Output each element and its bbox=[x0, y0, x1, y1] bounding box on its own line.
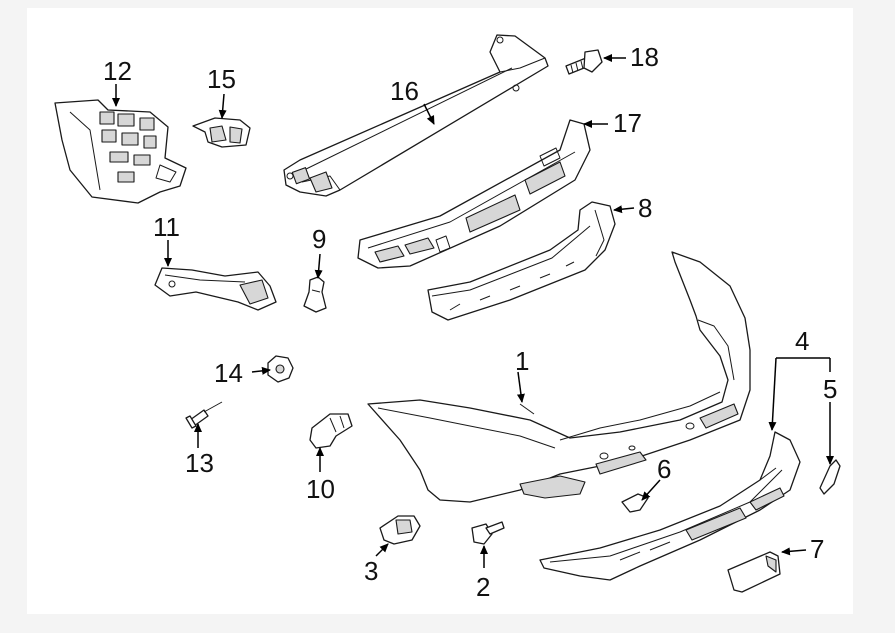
part-12-bracket bbox=[54, 99, 187, 204]
callout-15: 15 bbox=[207, 64, 236, 94]
part-17-energy-absorber bbox=[357, 119, 591, 269]
callout-10: 10 bbox=[306, 474, 335, 504]
callout-7: 7 bbox=[810, 534, 824, 564]
callout-5: 5 bbox=[823, 374, 837, 404]
part-14-nut bbox=[267, 355, 294, 383]
leader-lines bbox=[112, 54, 834, 568]
part-11-bracket bbox=[154, 267, 277, 311]
callout-14: 14 bbox=[214, 358, 243, 388]
part-8-lower-absorber bbox=[427, 201, 616, 321]
callout-numbers: 1 2 3 4 5 6 7 8 9 10 11 12 13 14 15 16 1… bbox=[103, 42, 837, 602]
part-4-lower-valance bbox=[539, 431, 801, 581]
callout-6: 6 bbox=[657, 454, 671, 484]
callout-2: 2 bbox=[476, 572, 490, 602]
part-10-retainer bbox=[309, 413, 353, 449]
callout-1: 1 bbox=[515, 346, 529, 376]
callout-13: 13 bbox=[185, 448, 214, 478]
part-15-clip bbox=[192, 117, 251, 148]
callout-16: 16 bbox=[390, 76, 419, 106]
part-5-trim bbox=[819, 459, 841, 495]
part-18-bolt bbox=[565, 49, 603, 75]
callout-18: 18 bbox=[630, 42, 659, 72]
callout-17: 17 bbox=[613, 108, 642, 138]
callout-3: 3 bbox=[364, 556, 378, 586]
callout-8: 8 bbox=[638, 193, 652, 223]
part-13-pin bbox=[185, 401, 223, 429]
part-1-bumper-cover bbox=[367, 251, 751, 503]
callout-12: 12 bbox=[103, 56, 132, 86]
part-3-clip bbox=[379, 515, 421, 545]
part-2-screw bbox=[471, 521, 505, 545]
callout-11: 11 bbox=[153, 212, 180, 242]
part-16-reinforcement-bar bbox=[283, 34, 549, 197]
part-9-bracket bbox=[303, 276, 327, 313]
callout-9: 9 bbox=[312, 224, 326, 254]
callout-4: 4 bbox=[795, 326, 809, 356]
part-7-plate bbox=[727, 551, 781, 593]
